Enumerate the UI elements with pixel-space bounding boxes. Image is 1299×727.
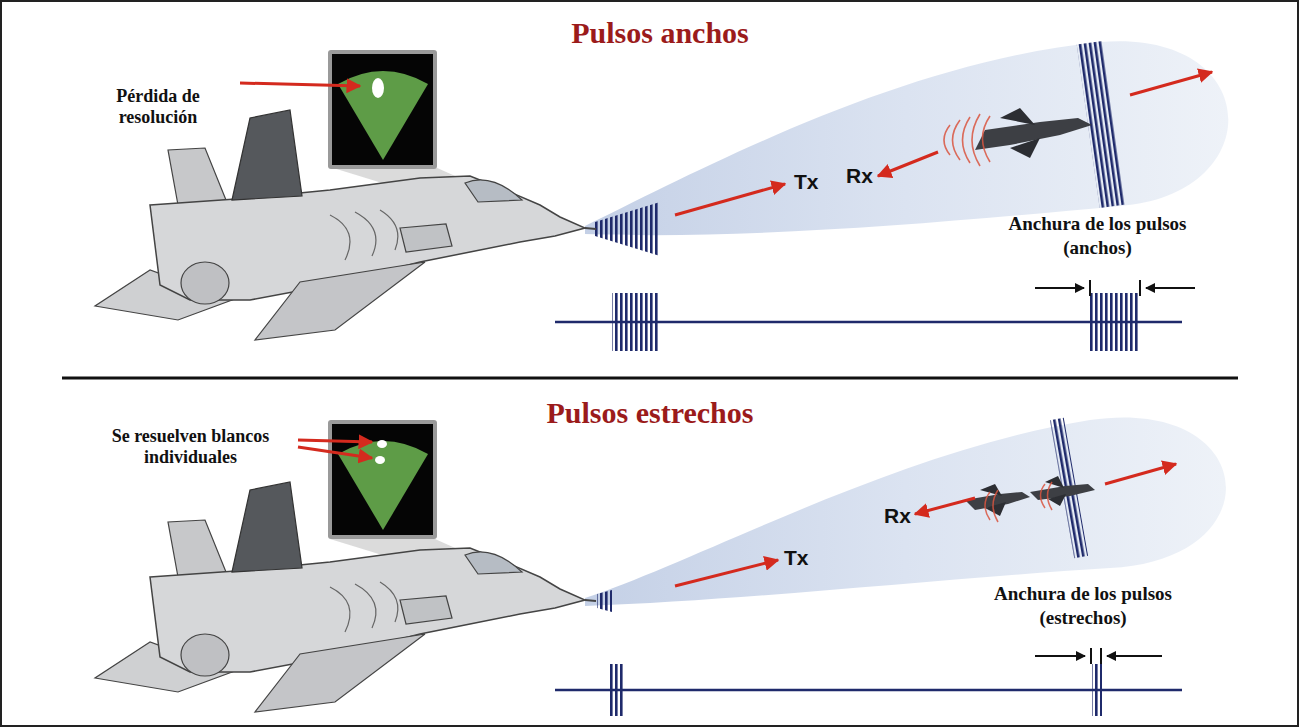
panel-title: Pulsos anchos: [410, 16, 910, 50]
panel-title: Pulsos estrechos: [400, 396, 900, 430]
dimension-label: Anchura de los pulsos (anchos): [975, 212, 1220, 260]
time-axis: [555, 689, 1182, 692]
signal-label: Tx: [794, 170, 819, 194]
leader-arrow: [240, 83, 360, 86]
radar-beam: [585, 417, 1226, 606]
nose-probe: [585, 228, 596, 229]
width-tick: [1100, 648, 1102, 664]
merged-blip: [372, 78, 384, 98]
width-tick: [1090, 648, 1092, 664]
dimension-label: Anchura de los pulsos (estrechos): [958, 582, 1208, 630]
propagation-arrow: [1130, 72, 1212, 95]
signal-label: Rx: [846, 164, 873, 188]
width-tick: [1139, 280, 1141, 296]
canopy: [465, 180, 522, 202]
emitted-pulse: [597, 590, 612, 612]
target-blip: [377, 440, 387, 448]
signal-label: Rx: [884, 504, 911, 528]
screen-bezel: [328, 50, 437, 169]
radar-screen: [328, 420, 437, 539]
target-aircraft: [944, 108, 1092, 166]
rx-arrow: [878, 152, 938, 176]
width-arrow: [1107, 655, 1162, 657]
panel-divider: [62, 377, 1238, 380]
callout-text: Pérdida de resolución: [88, 86, 228, 128]
width-arrow: [1035, 655, 1085, 657]
echo-waves: [944, 114, 990, 166]
screen-bezel: [328, 420, 437, 539]
tx-arrow: [675, 560, 778, 586]
air-intake: [400, 224, 452, 252]
rx-arrow: [915, 498, 975, 514]
emitted-pulse: [595, 202, 660, 256]
radar-screen: [328, 50, 437, 169]
callout-text: Se resuelven blancos individuales: [88, 426, 293, 468]
wing: [255, 262, 425, 340]
pulse-burst: [610, 664, 623, 716]
propagation-arrow: [1105, 464, 1176, 484]
width-tick: [1089, 280, 1091, 296]
leader-arrow: [298, 440, 372, 442]
pulse-burst: [1090, 293, 1140, 351]
target-aircraft: [965, 476, 1095, 522]
echo-waves: [985, 482, 1052, 522]
width-arrow: [1146, 287, 1195, 289]
tail-fin: [232, 110, 302, 200]
signal-label: Tx: [784, 546, 809, 570]
engine-nozzle: [181, 262, 229, 304]
radar-beam: [585, 41, 1228, 235]
tail-fin: [168, 148, 226, 205]
pulse-burst: [612, 293, 660, 351]
width-arrow: [1035, 287, 1084, 289]
tx-arrow: [675, 184, 785, 215]
screen: [332, 54, 433, 165]
target-blip: [375, 456, 385, 464]
panel-line: [330, 210, 398, 260]
pulse-burst: [1092, 664, 1102, 716]
leader-arrow: [298, 447, 372, 458]
target-wing: [1000, 108, 1040, 158]
